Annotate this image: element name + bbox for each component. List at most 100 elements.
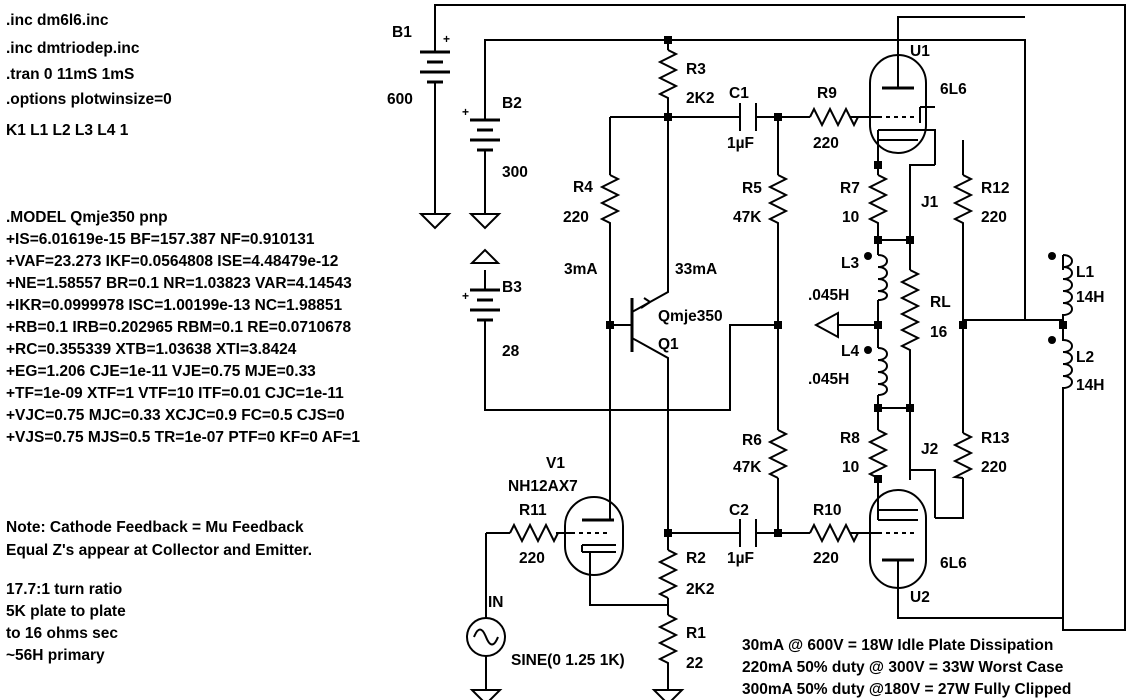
tube-u2-symbol (869, 489, 936, 589)
in-value-label: SINE(0 1.25 1K) (511, 652, 625, 669)
u2-name-label: U2 (910, 589, 930, 606)
r2-value-label: 2K2 (686, 581, 714, 598)
rl-value-label: 16 (930, 324, 948, 341)
v1-model-label: NH12AX7 (508, 478, 578, 495)
l2-value-label: 14H (1076, 377, 1104, 394)
model-line: +IKR=0.0999978 ISC=1.00199e-13 NC=1.9885… (6, 297, 342, 314)
v1-name-label: V1 (546, 455, 565, 472)
model-line: +VAF=23.273 IKF=0.0564808 ISE=4.48479e-1… (6, 253, 338, 270)
r2-name-label: R2 (686, 550, 706, 567)
model-definition: .MODEL Qmje350 pnp +IS=6.01619e-15 BF=15… (6, 209, 360, 446)
r4-name-label: R4 (573, 179, 593, 196)
b2-value-label: 300 (502, 164, 528, 181)
note-line: Equal Z's appear at Collector and Emitte… (6, 542, 312, 559)
ground-symbols (420, 199, 839, 700)
r4-current-label: 3mA (564, 261, 598, 278)
b2-name-label: B2 (502, 95, 522, 112)
wires (434, 4, 1126, 685)
u2-model-label: 6L6 (940, 555, 967, 572)
dissipation-summary: 30mA @ 600V = 18W Idle Plate Dissipation… (742, 637, 1071, 698)
r6-value-label: 47K (733, 459, 762, 476)
r13-name-label: R13 (981, 430, 1010, 447)
l4-value-label: .045H (808, 371, 849, 388)
model-line: .MODEL Qmje350 pnp (6, 209, 168, 226)
design-notes: Note: Cathode Feedback = Mu Feedback Equ… (6, 519, 312, 664)
directive-line: K1 L1 L2 L3 L4 1 (6, 122, 129, 139)
directive-line: .inc dm6l6.inc (6, 12, 109, 29)
model-line: +IS=6.01619e-15 BF=157.387 NF=0.910131 (6, 231, 315, 248)
c1-name-label: C1 (729, 85, 749, 102)
model-line: +EG=1.206 CJE=1e-11 VJE=0.75 MJE=0.33 (6, 363, 316, 380)
capacitors (739, 103, 757, 547)
spice-directives: .inc dm6l6.inc .inc dmtriodep.inc .tran … (6, 12, 172, 139)
tube-u1-symbol (869, 54, 936, 165)
model-line: +NE=1.58557 BR=0.1 NR=1.03823 VAR=4.1454… (6, 275, 352, 292)
sine-source-symbol (466, 617, 506, 657)
directive-line: .options plotwinsize=0 (6, 91, 172, 108)
l1-name-label: L1 (1076, 264, 1094, 281)
r11-name-label: R11 (519, 502, 547, 519)
r11-value-label: 220 (519, 550, 545, 567)
b3-plus-sign: + (462, 289, 469, 303)
directive-line: .tran 0 11mS 1mS (6, 66, 134, 83)
inductor-phase-dots (864, 252, 1056, 354)
r3-name-label: R3 (686, 61, 706, 78)
r10-value-label: 220 (813, 550, 839, 567)
c2-value-label: 1µF (727, 550, 754, 567)
directive-line: .inc dmtriodep.inc (6, 40, 140, 57)
battery-b2-symbol (470, 100, 500, 185)
r12-name-label: R12 (981, 180, 1009, 197)
model-line: +RB=0.1 IRB=0.202965 RBM=0.1 RE=0.071067… (6, 319, 351, 336)
u1-name-label: U1 (910, 43, 930, 60)
r7-value-label: 10 (842, 209, 859, 226)
r8-value-label: 10 (842, 459, 859, 476)
summary-line: 30mA @ 600V = 18W Idle Plate Dissipation (742, 637, 1053, 654)
r9-name-label: R9 (817, 85, 837, 102)
j2-name-label: J2 (921, 441, 938, 458)
l3-value-label: .045H (808, 287, 849, 304)
model-line: +VJS=0.75 MJS=0.5 TR=1e-07 PTF=0 KF=0 AF… (6, 429, 360, 446)
model-line: +RC=0.355339 XTB=1.03638 XTI=3.8424 (6, 341, 297, 358)
rl-name-label: RL (930, 294, 951, 311)
tube-v1-symbol (564, 496, 624, 576)
r10-name-label: R10 (813, 502, 841, 519)
r13-value-label: 220 (981, 459, 1007, 476)
b1-plus-sign: + (443, 32, 450, 46)
r8-name-label: R8 (840, 430, 860, 447)
summary-line: 300mA 50% duty @180V = 27W Fully Clipped (742, 681, 1071, 698)
q1-name-label: Q1 (658, 336, 679, 353)
r12-value-label: 220 (981, 209, 1007, 226)
r5-value-label: 47K (733, 209, 762, 226)
model-line: +VJC=0.75 MJC=0.33 XCJC=0.9 FC=0.5 CJS=0 (6, 407, 345, 424)
r7-name-label: R7 (840, 180, 860, 197)
r3-value-label: 2K2 (686, 90, 714, 107)
r9-value-label: 220 (813, 135, 839, 152)
component-labels: B1 600 + B2 300 + B3 28 + R3 2K2 C1 1µF … (387, 24, 1104, 672)
q1-current-label: 33mA (675, 261, 717, 278)
l1-value-label: 14H (1076, 289, 1104, 306)
battery-b3-symbol (469, 248, 501, 335)
l2-name-label: L2 (1076, 349, 1094, 366)
b2-plus-sign: + (462, 105, 469, 119)
r1-value-label: 22 (686, 655, 703, 672)
note-line: ~56H primary (6, 647, 105, 664)
summary-line: 220mA 50% duty @ 300V = 33W Worst Case (742, 659, 1064, 676)
note-line: Note: Cathode Feedback = Mu Feedback (6, 519, 304, 536)
c1-value-label: 1µF (727, 135, 754, 152)
b3-name-label: B3 (502, 279, 522, 296)
note-line: 17.7:1 turn ratio (6, 581, 122, 598)
battery-b1-symbol (420, 40, 450, 110)
model-line: +TF=1e-09 XTF=1 VTF=10 ITF=0.01 CJC=1e-1… (6, 385, 344, 402)
inductors (877, 254, 1073, 600)
r1-name-label: R1 (686, 625, 706, 642)
in-name-label: IN (488, 594, 504, 611)
c2-name-label: C2 (729, 502, 749, 519)
l3-name-label: L3 (841, 255, 859, 272)
q1-model-label: Qmje350 (658, 308, 723, 325)
r5-name-label: R5 (742, 180, 762, 197)
resistors (486, 49, 974, 665)
b1-name-label: B1 (392, 24, 412, 41)
j1-name-label: J1 (921, 194, 939, 211)
